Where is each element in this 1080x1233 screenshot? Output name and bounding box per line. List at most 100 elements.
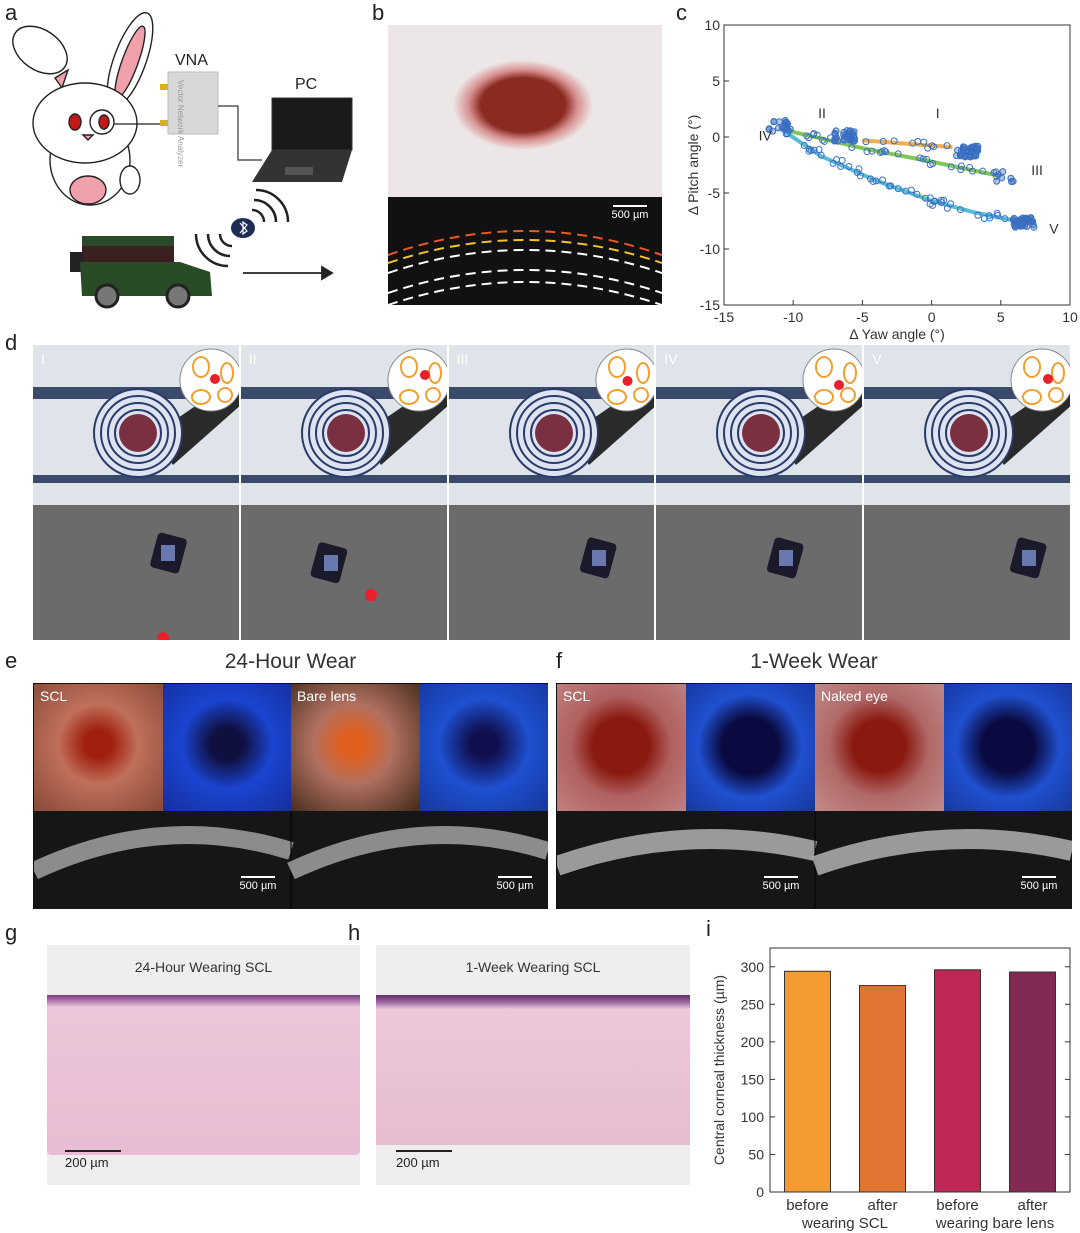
data-point [838, 156, 846, 164]
pc-label: PC [295, 76, 318, 93]
lens-photo-I: I [33, 345, 239, 505]
oct-images [34, 811, 548, 909]
position-inset [595, 348, 655, 412]
lens-photo-IV: IV [656, 345, 863, 505]
oct-images [557, 811, 1072, 909]
label-bare-lens: Bare lens [297, 688, 357, 704]
y-tick-label: 200 [741, 1034, 765, 1050]
panel-label-d: d [5, 330, 18, 355]
y-tick-label: 300 [741, 959, 765, 975]
toy-car-icon [70, 236, 212, 309]
panel-label-h: h [348, 920, 361, 945]
data-point [810, 130, 818, 138]
stage-label: III [456, 351, 469, 367]
data-point [856, 172, 864, 180]
stage-annotation: II [818, 105, 826, 121]
data-point [1030, 223, 1038, 231]
y-axis-label: Δ Pitch angle (°) [685, 115, 701, 216]
data-point [968, 145, 976, 153]
data-point [869, 177, 877, 185]
histology-title: 24-Hour Wearing SCL [134, 959, 273, 975]
data-point [957, 166, 965, 174]
histology-title: 1-Week Wearing SCL [465, 959, 601, 975]
data-point [876, 149, 884, 157]
data-point [956, 206, 964, 214]
bar-3 [1009, 971, 1056, 1193]
bar-2 [934, 969, 981, 1193]
data-point [923, 155, 931, 163]
data-point [958, 151, 966, 159]
x-tick-label: 0 [928, 309, 936, 325]
lens-photo-II: II [240, 345, 447, 505]
panel-f-images: SCL Naked eye 500 µm 500 µm [556, 683, 1072, 909]
x-tick-label: -15 [714, 309, 734, 325]
data-point [868, 147, 876, 155]
data-point [947, 163, 955, 171]
position-inset [387, 348, 447, 412]
panel-label-c: c [676, 0, 687, 25]
bluetooth-icon [231, 218, 255, 238]
x-tick-label: before [786, 1197, 829, 1214]
panel-e-images: SCL Bare lens 500 µm 500 µm [33, 683, 548, 909]
group-label: wearing bare lens [935, 1215, 1054, 1232]
y-tick-label: 0 [756, 1184, 764, 1200]
data-point [872, 177, 880, 185]
stage-annotation: IV [759, 127, 773, 143]
data-point [848, 143, 856, 151]
panel-e-title: 24-Hour Wear [224, 650, 357, 673]
fluorescein-photo [163, 684, 291, 811]
data-point [1001, 215, 1009, 223]
data-point [929, 159, 937, 167]
data-point [887, 182, 895, 190]
scale-bar-b: 500 µm [606, 205, 654, 221]
bar-1 [859, 985, 906, 1193]
scale-bar: 500 µm [234, 876, 282, 892]
contact-lens-coil [93, 388, 183, 478]
group-label: wearing SCL [801, 1215, 888, 1232]
data-point [966, 152, 974, 160]
data-point [947, 200, 955, 208]
bar-0 [784, 970, 831, 1193]
trajectory-I-II [862, 138, 953, 150]
x-tick-label: 5 [997, 309, 1005, 325]
data-point [916, 154, 924, 162]
contact-lens-coil [924, 388, 1015, 478]
data-point [913, 190, 921, 198]
panel-label-f: f [556, 648, 563, 673]
data-point [937, 198, 945, 206]
wireless-signal-icon [194, 188, 290, 268]
histology-1week: 1-Week Wearing SCL 200 µm [376, 945, 690, 1185]
scale-bar: 500 µm [491, 876, 539, 892]
data-point [829, 159, 837, 167]
data-point [999, 168, 1007, 176]
y-tick-label: 100 [741, 1109, 765, 1125]
scale-bar: 500 µm [1015, 876, 1063, 892]
data-point [820, 137, 828, 145]
data-point [803, 132, 811, 140]
data-point [940, 196, 948, 204]
fluorescein-photo [686, 684, 815, 811]
x-tick-label: after [1017, 1197, 1047, 1214]
lens-photo-V: V [864, 345, 1070, 505]
data-point [879, 176, 887, 184]
y-tick-label: 10 [704, 17, 720, 33]
scale-bar: 500 µm [757, 876, 805, 892]
panel-label-i: i [706, 916, 711, 941]
data-point [855, 165, 863, 173]
data-point [909, 139, 917, 147]
toy-car-topview-I [33, 505, 239, 640]
oct-image: 500 µm [388, 197, 662, 305]
plot-frame [769, 947, 1071, 1193]
fluorescein-photo [944, 684, 1072, 811]
toy-car-topview-III [448, 505, 655, 640]
y-axis-label: Central corneal thickness (µm) [711, 975, 727, 1165]
stage-annotation: V [1049, 220, 1059, 236]
toy-car-topview-IV [656, 505, 863, 640]
y-tick-label: 5 [712, 73, 720, 89]
position-inset [179, 348, 239, 412]
position-inset [802, 348, 863, 412]
data-point [782, 118, 790, 126]
